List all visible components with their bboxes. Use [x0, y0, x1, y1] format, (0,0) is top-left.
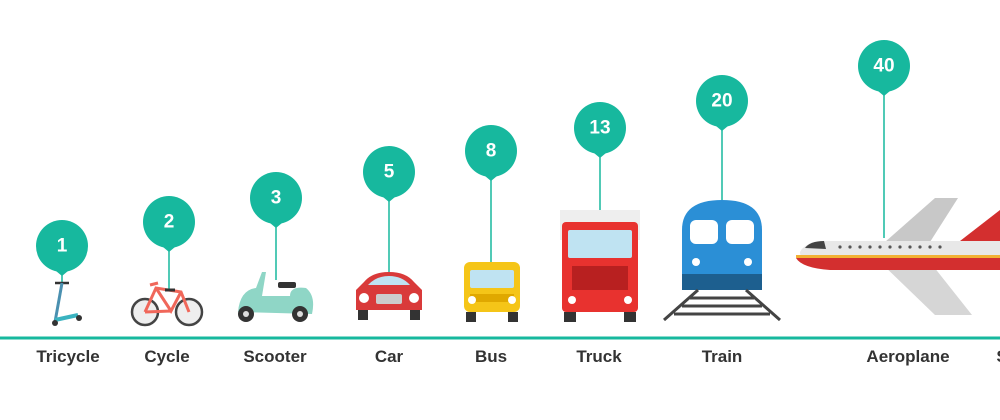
motor-scooter-icon	[238, 272, 314, 322]
balloon-train: 20	[696, 75, 748, 131]
car-icon	[356, 272, 422, 320]
balloon-truck: 13	[574, 102, 626, 158]
label-cutoff: S	[996, 347, 1000, 366]
label-bus: Bus	[475, 347, 507, 366]
svg-text:13: 13	[589, 118, 610, 139]
balloon-bus: 8	[465, 125, 517, 181]
svg-text:3: 3	[271, 188, 282, 209]
balloon-car: 5	[363, 146, 415, 202]
label-scooter: Scooter	[243, 347, 307, 366]
label-car: Car	[375, 347, 404, 366]
label-cycle: Cycle	[144, 347, 189, 366]
balloon-scooter: 3	[250, 172, 302, 228]
scooter-kick-icon	[52, 281, 82, 326]
bus-icon	[464, 262, 520, 322]
svg-text:2: 2	[164, 212, 175, 233]
balloon-aeroplane: 40	[858, 40, 910, 96]
balloon-strings	[61, 90, 885, 290]
aeroplane-icon	[796, 198, 1000, 315]
svg-text:8: 8	[486, 141, 497, 162]
bicycle-icon	[130, 281, 204, 327]
label-truck: Truck	[576, 347, 622, 366]
svg-text:20: 20	[711, 91, 732, 112]
svg-text:5: 5	[384, 162, 395, 183]
label-tricycle: Tricycle	[36, 347, 99, 366]
train-icon	[663, 200, 781, 322]
balloon-tricycle: 1	[36, 220, 88, 276]
svg-text:40: 40	[873, 56, 894, 77]
truck-icon	[560, 210, 640, 322]
label-train: Train	[702, 347, 743, 366]
label-aeroplane: Aeroplane	[866, 347, 949, 366]
svg-text:1: 1	[57, 236, 68, 257]
balloon-cycle: 2	[143, 196, 195, 252]
